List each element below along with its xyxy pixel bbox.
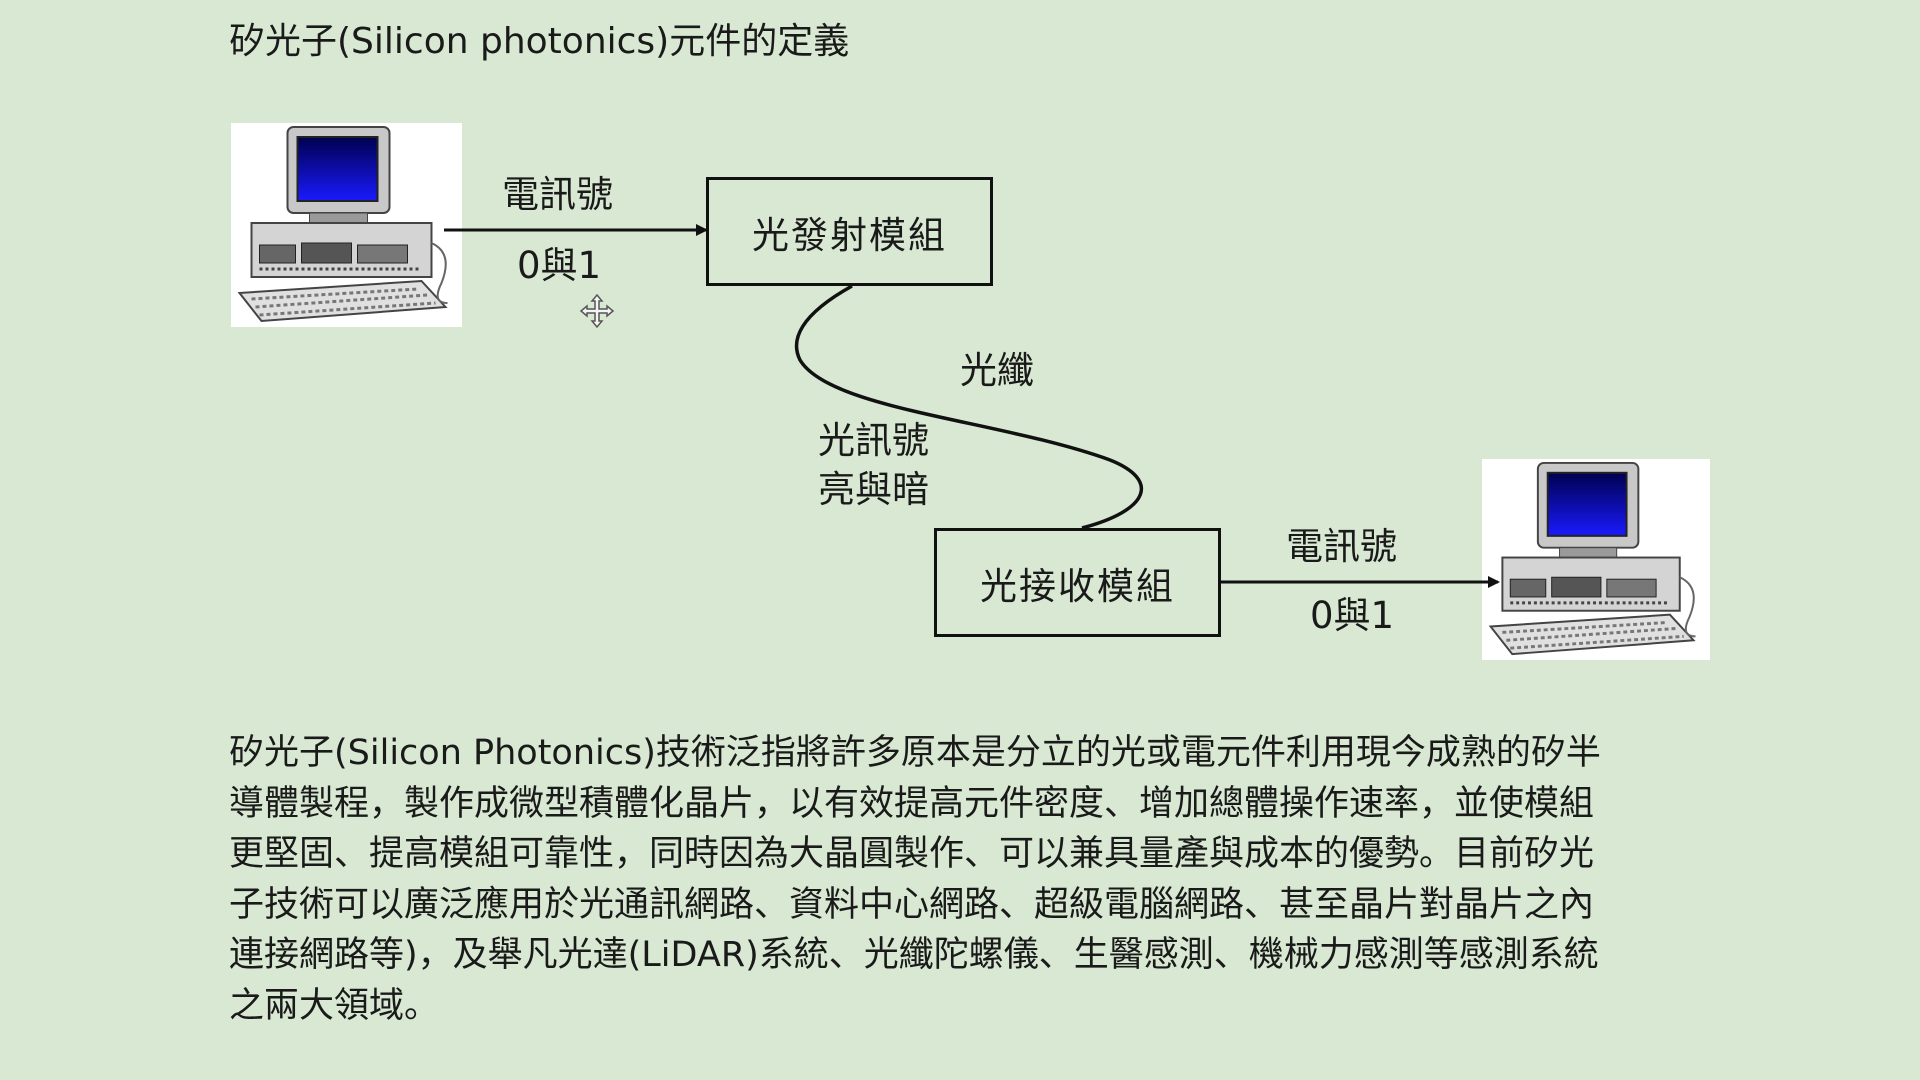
move-cursor-icon xyxy=(579,293,615,329)
right-computer-icon xyxy=(1482,459,1710,660)
desktop-computer-icon xyxy=(237,126,448,323)
description-paragraph: 矽光子(Silicon Photonics)技術泛指將許多原本是分立的光或電元件… xyxy=(229,728,1729,1031)
optical-signal-states: 亮與暗 xyxy=(818,468,929,511)
optical-receiver-label: 光接收模組 xyxy=(980,564,1175,608)
tx-signal-label: 電訊號 xyxy=(502,173,613,216)
paragraph-line: 之兩大領域。 xyxy=(229,985,440,1026)
paragraph-line: 矽光子(Silicon Photonics)技術泛指將許多原本是分立的光或電元件… xyxy=(229,733,1601,773)
optical-emitter-module: 光發射模組 xyxy=(706,177,993,286)
optical-receiver-module: 光接收模組 xyxy=(934,528,1221,637)
fiber-curve xyxy=(794,284,1143,530)
optical-emitter-label: 光發射模組 xyxy=(752,213,947,257)
left-computer-icon xyxy=(231,123,462,327)
tx-binary-label: 0與1 xyxy=(517,244,602,287)
optical-signal-label: 光訊號 xyxy=(818,419,929,462)
paragraph-line: 連接網路等)，及舉凡光達(LiDAR)系統、光纖陀螺儀、生醫感測、機械力感測等感… xyxy=(229,935,1599,975)
paragraph-line: 導體製程，製作成微型積體化晶片，以有效提高元件密度、增加總體操作速率，並使模組 xyxy=(229,783,1595,824)
page-title: 矽光子(Silicon photonics)元件的定義 xyxy=(229,21,850,62)
rx-binary-label: 0與1 xyxy=(1310,594,1395,637)
paragraph-line: 子技術可以廣泛應用於光通訊網路、資料中心網路、超級電腦網路、甚至晶片對晶片之內 xyxy=(229,884,1595,925)
rx-signal-label: 電訊號 xyxy=(1286,525,1397,568)
paragraph-line: 更堅固、提高模組可靠性，同時因為大晶圓製作、可以兼具量產與成本的優勢。目前矽光 xyxy=(229,834,1595,874)
fiber-label: 光纖 xyxy=(960,349,1034,392)
desktop-computer-icon xyxy=(1488,461,1696,656)
